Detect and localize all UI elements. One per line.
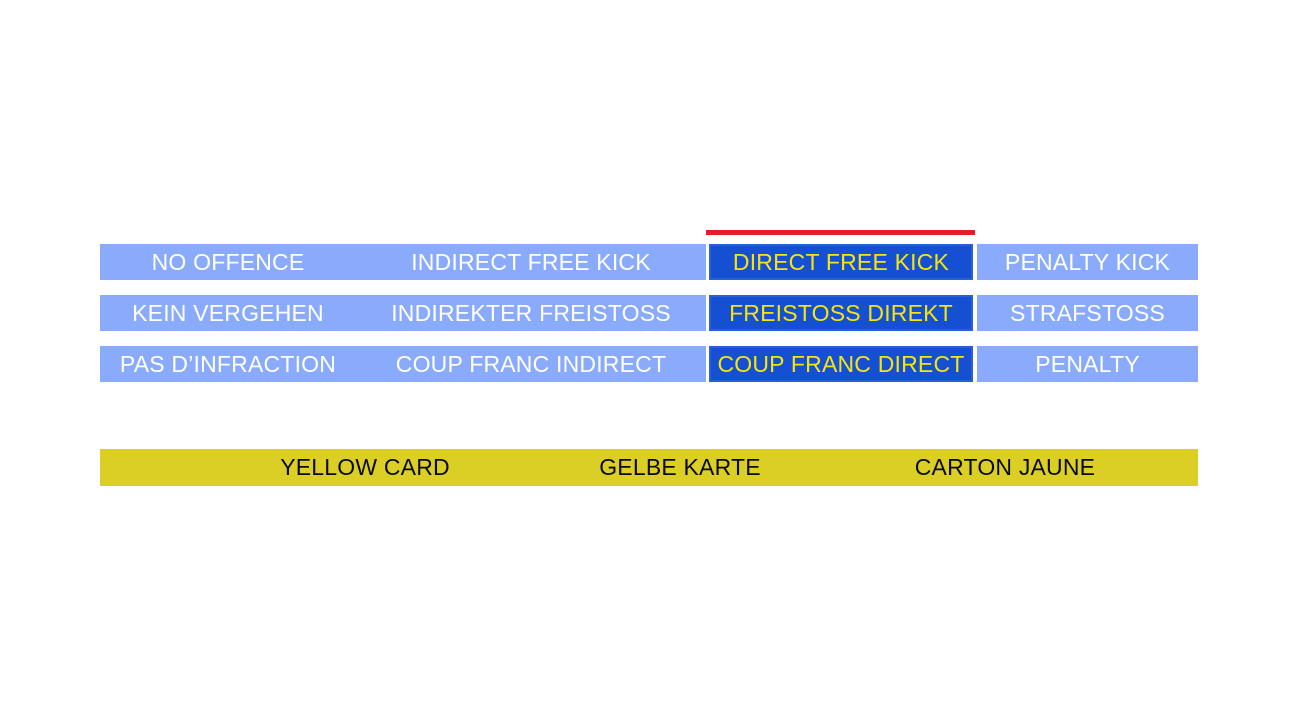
option-strafstoss[interactable]: STRAFSTOSS — [1010, 300, 1165, 326]
option-indirect-free-kick[interactable]: INDIRECT FREE KICK — [411, 249, 651, 275]
decision-row-french: PAS D’INFRACTION COUP FRANC INDIRECT COU… — [100, 346, 1198, 382]
yellow-card-bar[interactable]: YELLOW CARD GELBE KARTE CARTON JAUNE — [100, 449, 1198, 486]
highlighted-option-cell[interactable] — [709, 244, 973, 280]
red-marker-bar — [706, 230, 975, 235]
option-freistoss-direkt[interactable]: FREISTOSS DIREKT — [729, 300, 953, 326]
option-no-offence[interactable]: NO OFFENCE — [151, 249, 305, 275]
highlighted-option-cell[interactable] — [709, 346, 973, 382]
decision-row-english: NO OFFENCE INDIRECT FREE KICK DIRECT FRE… — [100, 244, 1198, 280]
option-kein-vergehen[interactable]: KEIN VERGEHEN — [132, 300, 324, 326]
option-penalty-kick[interactable]: PENALTY KICK — [1004, 249, 1171, 275]
option-band-left[interactable] — [100, 295, 706, 331]
card-label-german: GELBE KARTE — [599, 454, 761, 480]
option-coup-franc-indirect[interactable]: COUP FRANC INDIRECT — [395, 351, 667, 377]
option-coup-franc-direct[interactable]: COUP FRANC DIRECT — [717, 351, 965, 377]
card-label-english: YELLOW CARD — [280, 454, 450, 480]
option-band-right[interactable] — [977, 295, 1198, 331]
option-band-right[interactable] — [977, 244, 1198, 280]
option-band-left[interactable] — [100, 244, 706, 280]
option-direct-free-kick[interactable]: DIRECT FREE KICK — [732, 249, 950, 275]
highlighted-option-cell[interactable] — [709, 295, 973, 331]
card-label-french: CARTON JAUNE — [914, 454, 1096, 480]
option-penalty[interactable]: PENALTY — [1035, 351, 1140, 377]
decision-row-german: KEIN VERGEHEN INDIREKTER FREISTOSS FREIS… — [100, 295, 1198, 331]
option-band-right[interactable] — [977, 346, 1198, 382]
option-band-left[interactable] — [100, 346, 706, 382]
option-pas-d-infraction[interactable]: PAS D’INFRACTION — [119, 351, 337, 377]
option-indirekter-freistoss[interactable]: INDIREKTER FREISTOSS — [391, 300, 671, 326]
